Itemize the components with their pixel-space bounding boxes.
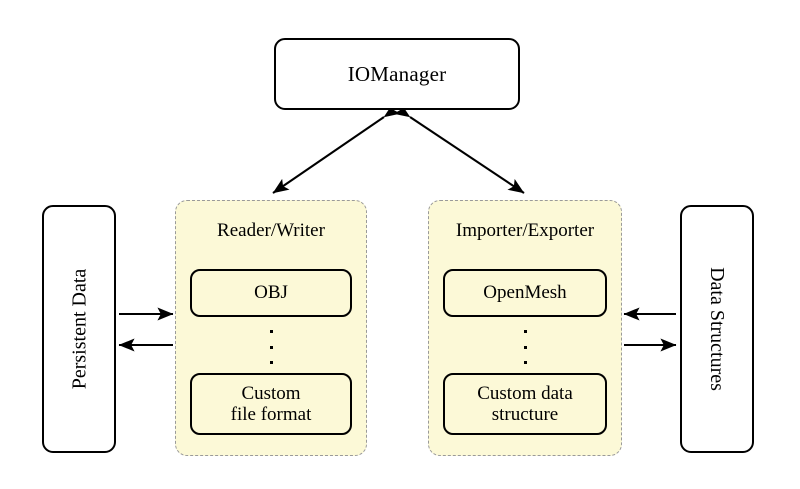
- arrow-iomanager-reader-writer: [272, 102, 401, 194]
- reader-writer-item-custom-line2: file format: [230, 404, 312, 425]
- iomanager-box[interactable]: IOManager: [274, 38, 520, 110]
- importer-exporter-item-custom-data-structure[interactable]: Custom data structure: [443, 373, 607, 435]
- reader-writer-item-custom-file-format[interactable]: Custom file format: [190, 373, 352, 435]
- reader-writer-ellipsis-icon: [176, 327, 366, 367]
- iomanager-label: IOManager: [347, 61, 447, 86]
- reader-writer-item-obj[interactable]: OBJ: [190, 269, 352, 317]
- importer-exporter-panel[interactable]: Importer/Exporter OpenMesh Custom data s…: [428, 200, 622, 456]
- arrow-iomanager-importer-exporter: [393, 102, 525, 194]
- reader-writer-title: Reader/Writer: [217, 220, 325, 241]
- reader-writer-panel[interactable]: Reader/Writer OBJ Custom file format: [175, 200, 367, 456]
- data-structures-box[interactable]: Data Structures: [680, 205, 754, 453]
- importer-exporter-item-custom-line1: Custom data: [477, 382, 573, 404]
- importer-exporter-title: Importer/Exporter: [455, 220, 595, 241]
- persistent-data-label: Persistent Data: [68, 268, 90, 390]
- importer-exporter-ellipsis-icon: [429, 327, 621, 367]
- reader-writer-item-custom-line1: Custom: [241, 382, 301, 404]
- importer-exporter-item-openmesh[interactable]: OpenMesh: [443, 269, 607, 317]
- importer-exporter-item-custom-line2: structure: [491, 404, 559, 425]
- importer-exporter-item-openmesh-label: OpenMesh: [483, 282, 567, 304]
- reader-writer-item-obj-label: OBJ: [254, 282, 288, 304]
- data-structures-label: Data Structures: [706, 267, 729, 391]
- persistent-data-box[interactable]: Persistent Data: [42, 205, 116, 453]
